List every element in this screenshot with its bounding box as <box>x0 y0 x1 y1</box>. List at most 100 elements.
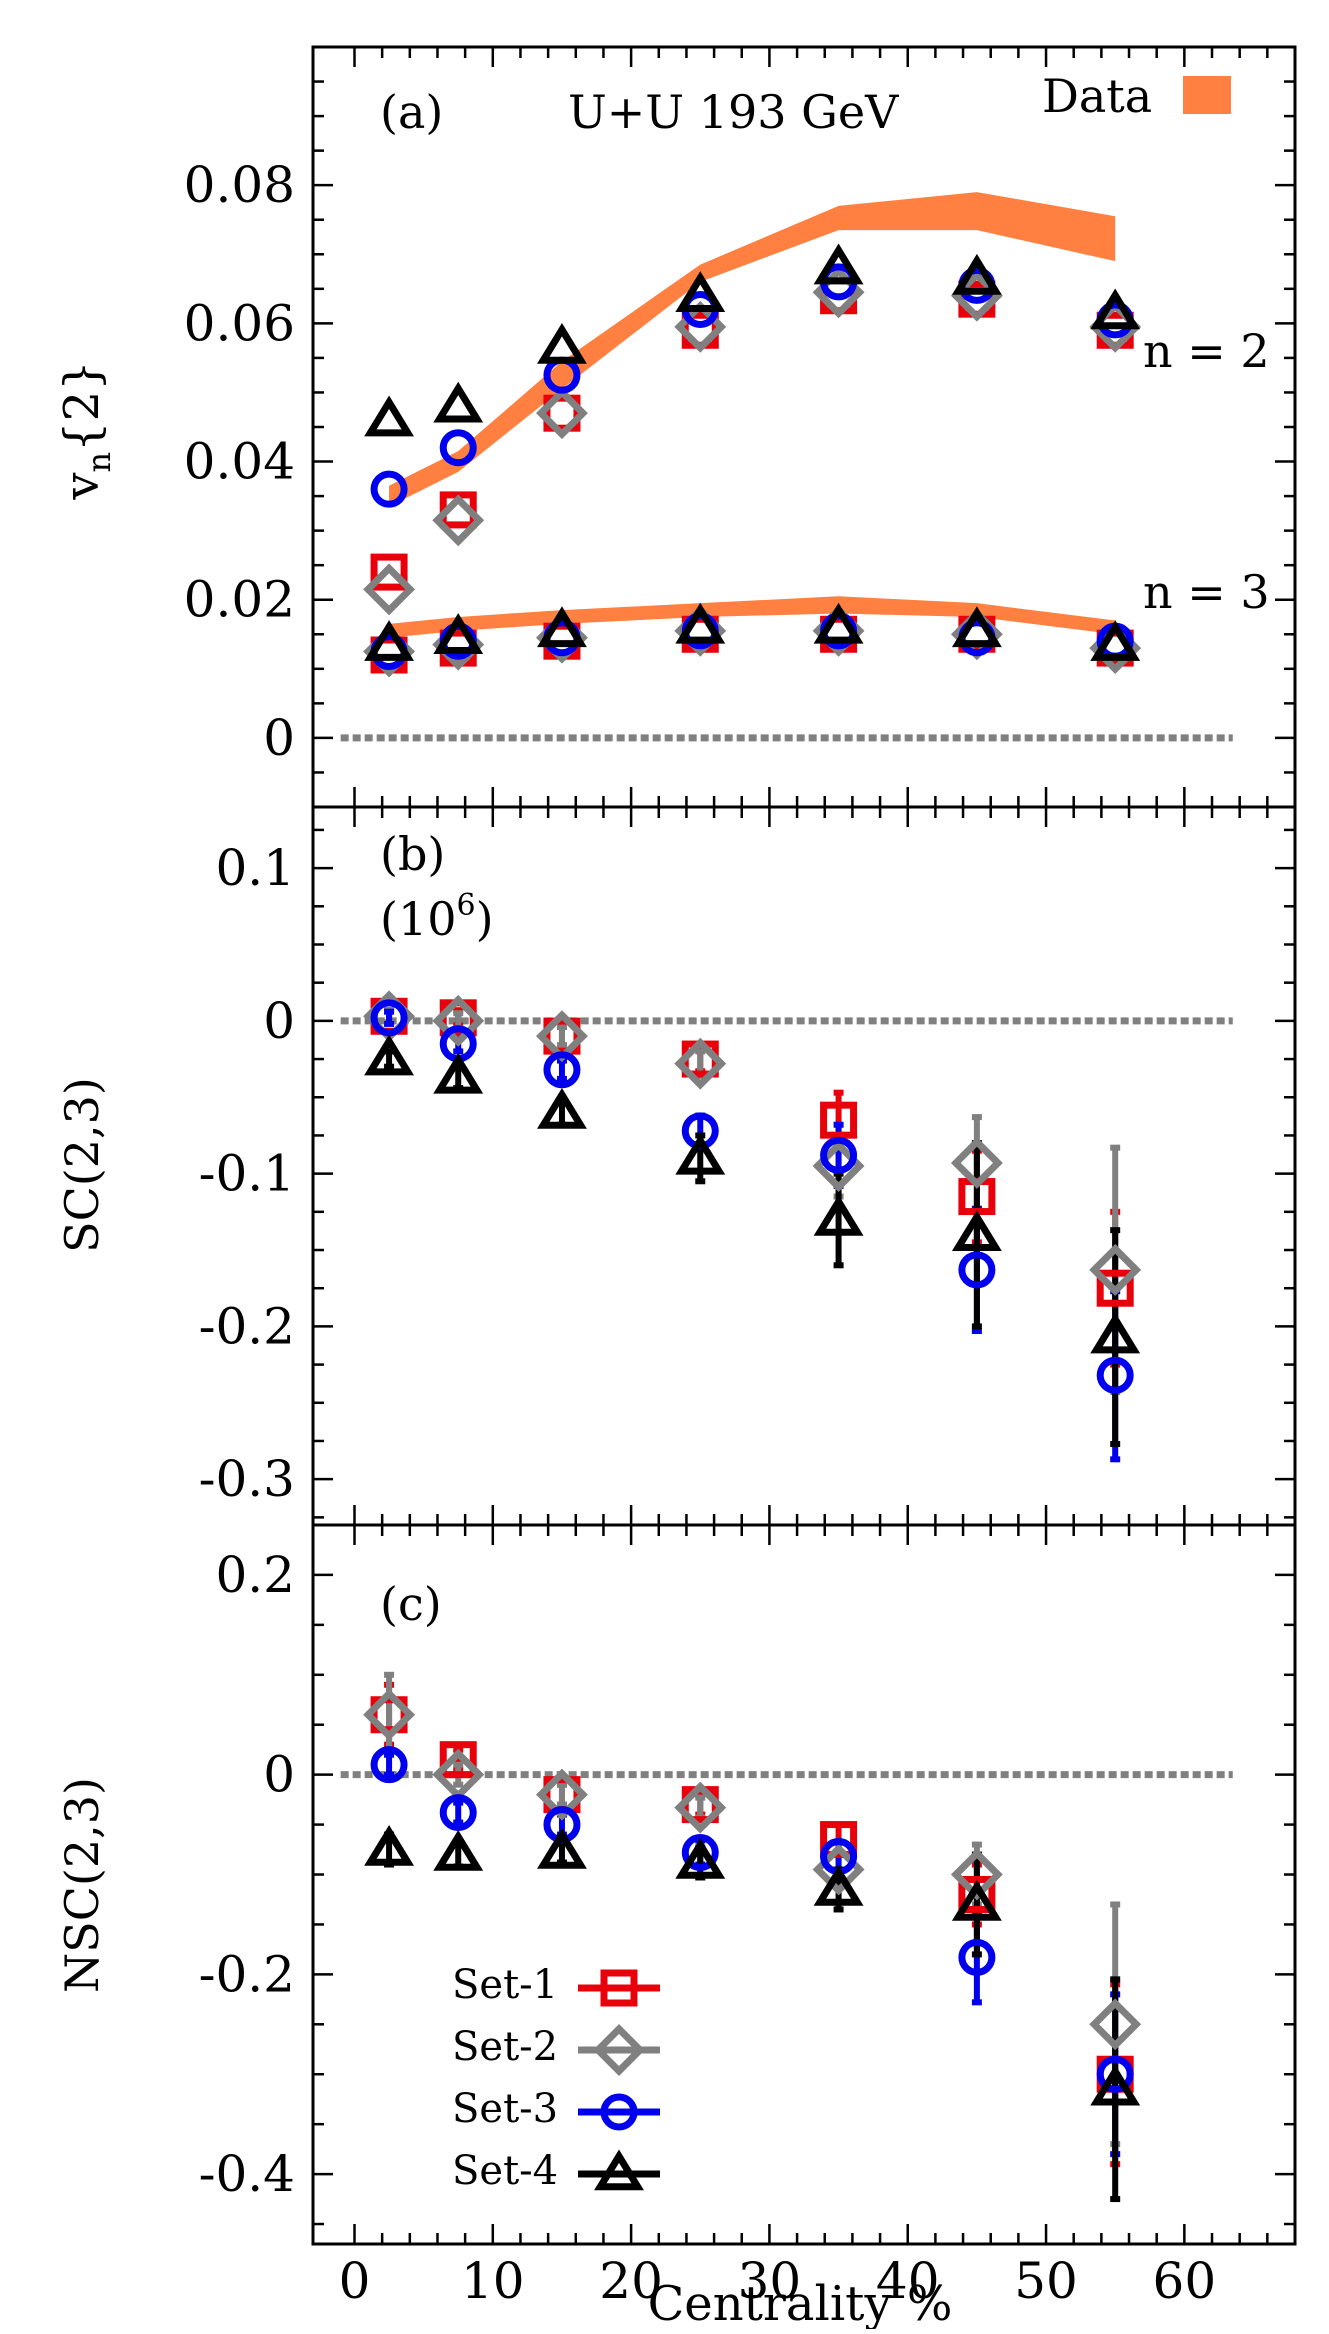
data-band-n2 <box>389 192 1116 507</box>
marker-set-1-a <box>370 553 408 591</box>
xtick-label: 20 <box>599 2252 663 2310</box>
panel-b-label: (b) <box>380 827 445 881</box>
panel-b-scale: (106) <box>380 888 494 946</box>
marker-set-1-c <box>370 1696 408 1734</box>
xtick-label: 40 <box>876 2252 940 2310</box>
marker-set-4-b <box>433 1052 484 1094</box>
marker-set-4-c <box>364 1824 415 1866</box>
tick-labels: 00.020.040.060.08-0.3-0.2-0.100.1-0.4-0.… <box>184 156 1216 2310</box>
marker-set-3-b <box>370 999 408 1037</box>
marker-set-2-b <box>432 994 485 1047</box>
ytick-label-b: 0 <box>263 992 295 1050</box>
marker-set-4-a <box>675 271 726 312</box>
panel-c-ylabel: NSC(2,3) <box>55 1777 109 1993</box>
legend-marker-set-1 <box>600 1969 638 2007</box>
annotation-n2: n = 2 <box>1143 324 1270 378</box>
marker-set-4-a <box>537 322 587 364</box>
marker-set-4-a <box>433 613 484 654</box>
marker-set-1-c <box>958 1875 996 1913</box>
legend-label-set-4: Set-4 <box>452 2148 558 2194</box>
marker-set-4-c <box>433 1829 484 1871</box>
legend-label-set-3: Set-3 <box>452 2086 558 2132</box>
marker-set-4-b <box>675 1133 726 1175</box>
set-legend: Set-1 Set-2 Set-3 Set-4 <box>452 1962 660 2194</box>
ytick-label-c: -0.4 <box>199 2145 295 2203</box>
marker-set-3-a <box>370 470 408 508</box>
ylabel-rest: {2} <box>54 360 110 452</box>
marker-set-2-c <box>363 1688 416 1741</box>
ytick-label-b: -0.1 <box>199 1145 295 1203</box>
marker-set-1-b <box>820 1101 858 1139</box>
marker-set-4-a <box>1090 620 1141 661</box>
marker-set-2-a <box>536 387 588 440</box>
ytick-label-c: 0.2 <box>215 1546 295 1604</box>
legend-marker-set-4 <box>594 2149 644 2191</box>
marker-set-3-c <box>958 1938 996 1976</box>
marker-set-3-c <box>1096 2055 1134 2093</box>
panel-a-title: U+U 193 GeV <box>568 85 899 139</box>
panel-a-ylabel: vn{2} <box>54 360 118 500</box>
legend-marker-set-3 <box>600 2093 638 2131</box>
marker-set-4-c <box>951 1879 1002 1921</box>
marker-set-2-c <box>674 1781 727 1834</box>
marker-set-4-a <box>364 395 415 437</box>
scale-end: ) <box>476 892 494 946</box>
legend-label-set-2: Set-2 <box>452 2024 558 2070</box>
marker-set-2-c <box>1089 1998 1142 2051</box>
annotation-n3: n = 3 <box>1143 565 1270 619</box>
xtick-label: 10 <box>461 2252 525 2310</box>
zero-lines <box>340 734 1233 1779</box>
marker-set-3-a <box>439 429 477 467</box>
marker-set-1-a <box>543 394 581 432</box>
legend-label-set-1: Set-1 <box>452 1962 558 2008</box>
marker-set-3-b <box>820 1136 858 1174</box>
ytick-label-a: 0.02 <box>184 571 295 629</box>
marker-set-4-a <box>813 243 864 285</box>
marker-set-4-a <box>364 620 415 661</box>
ytick-label-c: -0.2 <box>199 1945 295 2003</box>
marker-set-2-c <box>536 1768 588 1821</box>
data-bands <box>389 192 1116 638</box>
marker-set-2-a <box>432 494 485 547</box>
marker-set-4-c <box>813 1864 864 1906</box>
marker-set-2-b <box>950 1136 1003 1189</box>
marker-set-3-b <box>543 1051 581 1089</box>
legend-data-swatch <box>1183 76 1231 114</box>
marker-set-3-c <box>681 1834 719 1872</box>
xtick-label: 0 <box>339 2252 371 2310</box>
marker-set-3-b <box>1096 1356 1134 1394</box>
marker-set-4-a <box>433 381 484 423</box>
data-band-n3 <box>389 596 1116 638</box>
marker-set-2-b <box>674 1037 727 1090</box>
scale-base: (10 <box>380 892 456 946</box>
panel-c-label: (c) <box>380 1577 442 1631</box>
scale-exponent: 6 <box>456 888 475 923</box>
ytick-label-b: -0.3 <box>199 1450 295 1508</box>
panel-a-frame <box>311 45 1297 809</box>
marker-set-1-b <box>543 1017 581 1055</box>
ylabel-sub-n: n <box>80 452 118 473</box>
ytick-label-b: 0.1 <box>215 839 295 897</box>
xtick-label: 60 <box>1153 2252 1217 2310</box>
marker-set-2-a <box>363 563 416 616</box>
marker-set-4-c <box>537 1827 587 1869</box>
ytick-label-a: 0.04 <box>184 433 295 491</box>
ytick-label-b: -0.2 <box>199 1297 295 1355</box>
series-markers <box>363 243 1142 2106</box>
marker-set-4-a <box>1090 288 1141 330</box>
marker-set-4-b <box>537 1087 587 1129</box>
marker-set-4-c <box>675 1837 726 1879</box>
marker-set-1-b <box>1096 1269 1134 1307</box>
panel-c-frame <box>311 1523 1297 2246</box>
error-bars <box>384 1007 1121 2203</box>
marker-set-4-a <box>951 606 1002 648</box>
marker-set-2-b <box>1089 1243 1142 1296</box>
legend-data-label: Data <box>1042 69 1152 123</box>
x-axis-label: Centrality % <box>648 2276 953 2329</box>
marker-set-4-b <box>364 1034 415 1076</box>
marker-set-2-c <box>950 1848 1003 1901</box>
marker-set-4-a <box>813 602 864 644</box>
marker-set-4-c <box>1090 2064 1141 2106</box>
